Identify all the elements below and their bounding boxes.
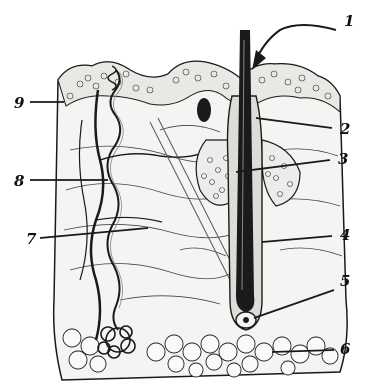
label-3: 3 [338,150,348,168]
arrow-1 [258,25,336,56]
label-1: 1 [344,12,354,30]
pigment-spot [197,98,211,122]
label-4: 4 [340,226,350,244]
label-2: 2 [339,120,350,138]
label-8: 8 [14,172,25,190]
label-7: 7 [26,230,37,248]
label-5: 5 [340,272,350,290]
label-6: 6 [340,340,351,358]
label-9: 9 [14,94,25,112]
papilla-core [243,317,249,323]
